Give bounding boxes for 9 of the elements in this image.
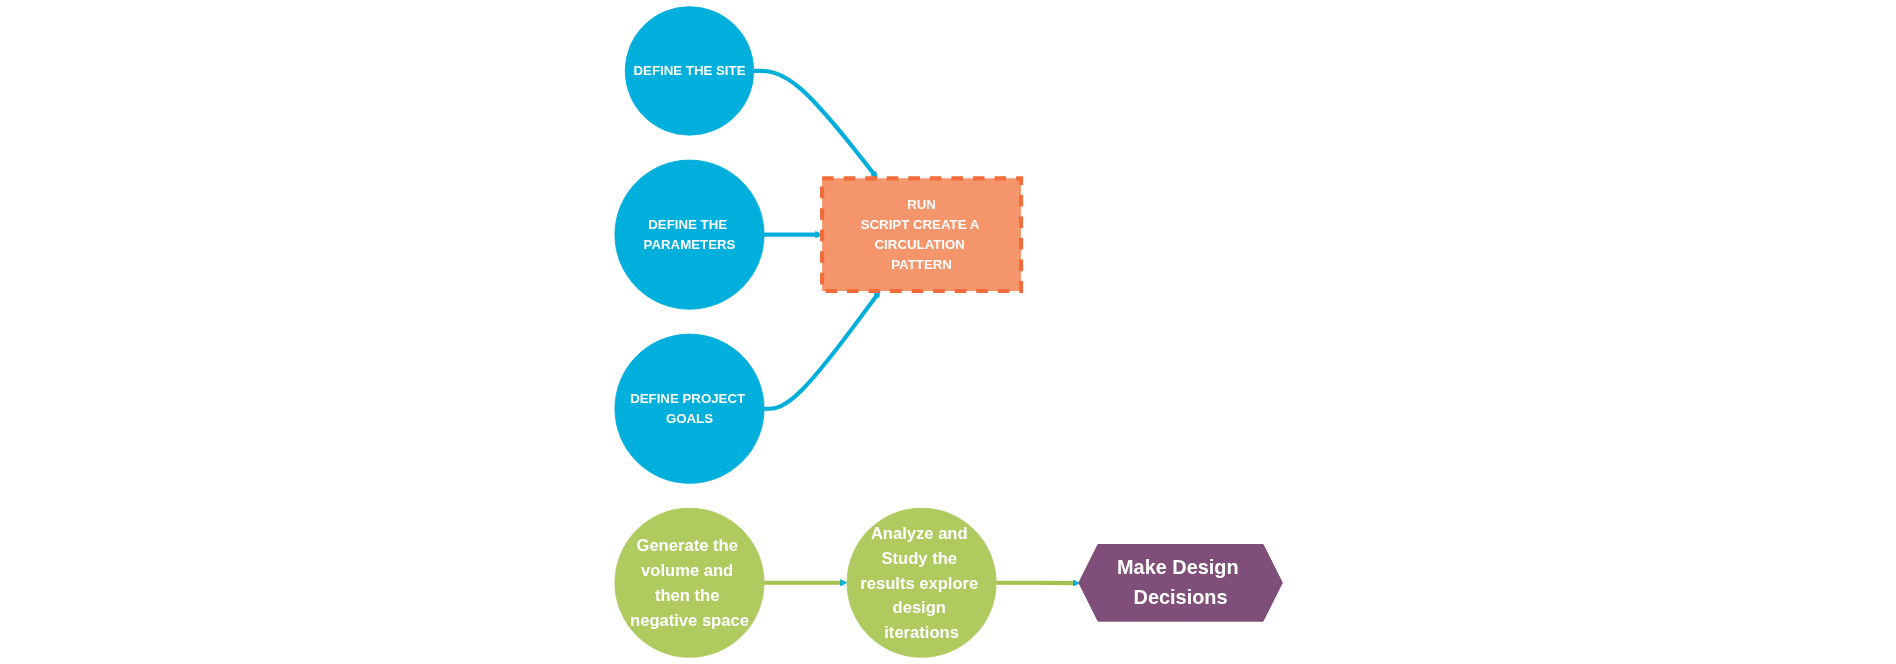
arrow — [763, 579, 847, 587]
node-circle: Analyze and Study the results explore design iterations — [846, 507, 997, 658]
arrow — [763, 290, 880, 411]
node-circle: Generate the volume and then the negative space — [613, 507, 764, 658]
node-circle: DEFINE PROJECT GOALS — [613, 333, 764, 484]
node-circle: DEFINE THE PARAMETERS — [613, 159, 764, 310]
node-circle: DEFINE THE SITE — [624, 6, 754, 136]
arrow — [995, 579, 1080, 587]
node-box: RUN SCRIPT CREATE A CIRCULATION PATTERN — [819, 176, 1023, 294]
